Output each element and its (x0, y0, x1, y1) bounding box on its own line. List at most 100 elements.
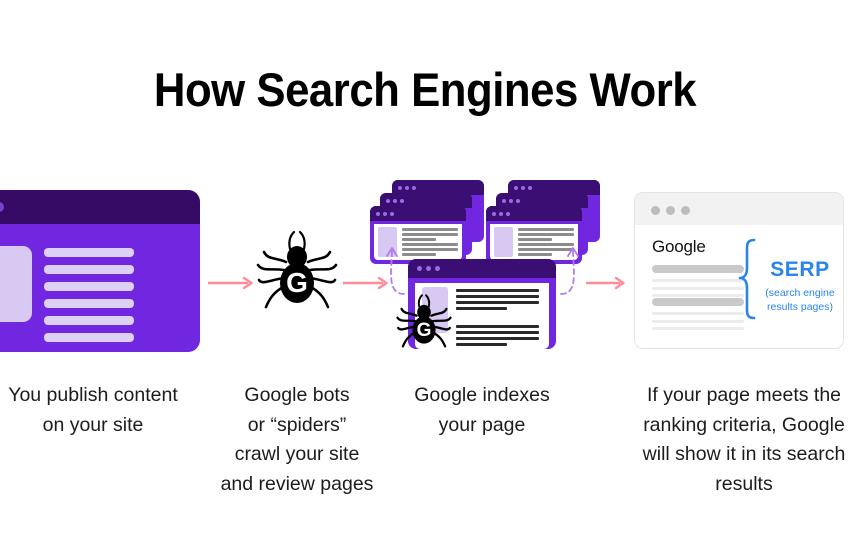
content-line (518, 248, 574, 251)
content-line (402, 248, 458, 251)
window-dots (0, 202, 4, 212)
arrow-right-icon (586, 276, 625, 290)
result-line (652, 319, 744, 323)
content-line (518, 253, 552, 256)
indexed-pages-stack-left (370, 180, 484, 264)
content-line (44, 248, 134, 257)
content-line (518, 238, 552, 241)
window-dot-icon (426, 266, 431, 271)
serp-sublabel: (search engine results pages) (765, 287, 835, 313)
result-title-bar (652, 265, 744, 273)
indexed-pages-stack-right (486, 180, 600, 264)
window-dot-icon (514, 185, 518, 190)
result-line (652, 279, 744, 282)
content-line (518, 228, 574, 231)
result-line (652, 294, 744, 297)
content-line (402, 253, 436, 256)
content-line (44, 265, 134, 274)
stacked-window-front (486, 206, 582, 264)
google-spider-icon: G (256, 230, 338, 309)
content-image-placeholder (378, 227, 397, 257)
content-line (44, 333, 134, 342)
window-dot-icon (521, 185, 525, 190)
window-dot-icon (666, 206, 675, 215)
window-dot-icon (435, 266, 440, 271)
content-line (402, 233, 458, 236)
window-title-bar (486, 206, 582, 221)
svg-text:G: G (286, 267, 308, 298)
serp-label-group: SERP (search engine results pages) (752, 258, 848, 314)
search-result-item (652, 265, 744, 302)
result-line (652, 312, 744, 315)
content-spacer (456, 313, 539, 322)
window-dot-icon (528, 185, 532, 190)
result-line (652, 327, 744, 330)
content-text-lines (402, 228, 458, 258)
content-text-lines (44, 248, 134, 350)
step-caption-index: Google indexes your page (414, 384, 550, 436)
window-dot-icon (681, 206, 690, 215)
google-logo-text: Google (652, 237, 706, 256)
arrow-right-icon (343, 276, 388, 290)
content-image-placeholder (422, 287, 448, 333)
stacked-window-front (370, 206, 466, 264)
content-line (456, 306, 508, 310)
content-line (518, 233, 574, 236)
result-line (652, 286, 744, 290)
arrow-right-icon (208, 276, 253, 290)
content-line (402, 238, 436, 241)
content-line (518, 243, 574, 246)
content-text-lines (518, 228, 574, 258)
result-title-bar (652, 298, 744, 306)
step-caption-publish: You publish content on your site (8, 384, 178, 436)
window-dot-icon (651, 206, 660, 215)
indexed-page-window (408, 259, 556, 349)
content-line (456, 331, 539, 334)
published-site-window (0, 190, 200, 352)
serp-label: SERP (770, 258, 830, 281)
window-dot-icon (0, 202, 4, 212)
window-title-bar (408, 259, 556, 278)
window-title-bar (635, 193, 843, 225)
content-line (44, 282, 134, 291)
window-dot-icon (492, 211, 496, 216)
window-title-bar (496, 193, 588, 208)
window-dot-icon (516, 198, 520, 203)
content-line (456, 300, 539, 304)
window-dot-icon (412, 185, 416, 190)
content-line (44, 299, 134, 308)
window-title-bar (0, 190, 200, 224)
window-dot-icon (502, 198, 506, 203)
content-image-placeholder (494, 227, 513, 257)
window-dot-icon (386, 198, 390, 203)
page-title: How Search Engines Work (153, 63, 697, 116)
content-line (44, 316, 134, 325)
window-dot-icon (509, 198, 513, 203)
window-dot-icon (390, 211, 394, 216)
step-caption-crawl: Google bots or “spiders” crawl your site… (220, 384, 374, 495)
window-dot-icon (376, 211, 380, 216)
step-caption-rank: If your page meets the ranking criteria,… (642, 384, 846, 495)
window-dot-icon (499, 211, 503, 216)
window-dot-icon (393, 198, 397, 203)
window-dot-icon (405, 185, 409, 190)
window-title-bar (370, 206, 466, 221)
content-line (456, 289, 539, 292)
window-dot-icon (417, 266, 422, 271)
window-dot-icon (383, 211, 387, 216)
search-result-item (652, 298, 744, 335)
window-dot-icon (400, 198, 404, 203)
content-image-placeholder (0, 246, 32, 322)
window-dot-icon (506, 211, 510, 216)
content-line (456, 325, 539, 328)
window-title-bar (380, 193, 472, 208)
window-title-bar (508, 180, 600, 195)
content-text-lines (456, 289, 539, 349)
window-dot-icon (398, 185, 402, 190)
content-line (456, 343, 508, 346)
content-line (456, 337, 539, 340)
content-line (402, 243, 458, 246)
content-line (402, 228, 458, 231)
window-title-bar (392, 180, 484, 195)
